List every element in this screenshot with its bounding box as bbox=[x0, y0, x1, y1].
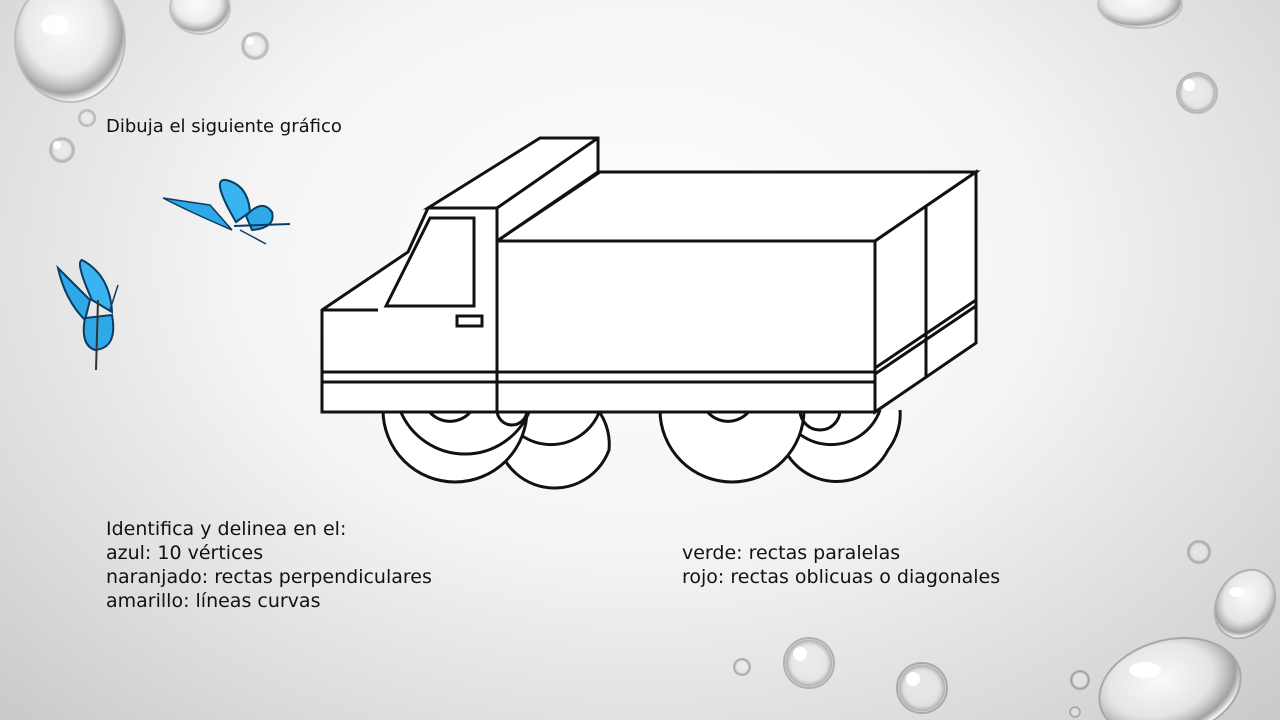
butterfly-icon bbox=[56, 258, 119, 371]
water-droplet-icon bbox=[78, 109, 96, 127]
door-handle bbox=[455, 314, 484, 328]
instructions-heading: Identifica y delinea en el: bbox=[106, 518, 347, 540]
butterfly-icon bbox=[162, 178, 291, 245]
instruction-item: azul: 10 vértices bbox=[106, 542, 264, 564]
water-droplet-icon bbox=[14, 0, 126, 103]
water-droplet-icon bbox=[1070, 670, 1090, 690]
water-droplet-icon bbox=[49, 137, 75, 163]
instructions-left: Identifica y delinea en el: azul: 10 vér… bbox=[106, 517, 432, 613]
water-droplet-icon bbox=[241, 32, 269, 60]
cab-window bbox=[383, 216, 476, 308]
water-droplet-icon bbox=[1097, 0, 1183, 29]
cargo-front bbox=[495, 239, 877, 414]
water-droplet-icon bbox=[1069, 706, 1081, 718]
water-droplet-icon bbox=[1187, 540, 1211, 564]
water-droplet-icon bbox=[783, 637, 835, 689]
instructions-right: verde: rectas paralelas rojo: rectas obl… bbox=[682, 541, 1000, 589]
instruction-item: verde: rectas paralelas bbox=[682, 542, 901, 564]
instruction-item: rojo: rectas oblicuas o diagonales bbox=[682, 566, 1001, 588]
water-droplet-icon bbox=[169, 0, 231, 35]
instruction-item: naranjado: rectas perpendiculares bbox=[106, 566, 432, 588]
slide-title: Dibuja el siguiente gráfico bbox=[106, 116, 342, 137]
instruction-item: amarillo: líneas curvas bbox=[106, 590, 321, 612]
water-droplet-icon bbox=[1098, 637, 1242, 720]
water-droplet-icon bbox=[1213, 568, 1277, 640]
water-droplet-icon bbox=[733, 658, 751, 676]
front-wheel-pair bbox=[381, 408, 842, 484]
water-droplet-icon bbox=[1176, 72, 1218, 114]
water-droplet-icon bbox=[896, 662, 948, 714]
